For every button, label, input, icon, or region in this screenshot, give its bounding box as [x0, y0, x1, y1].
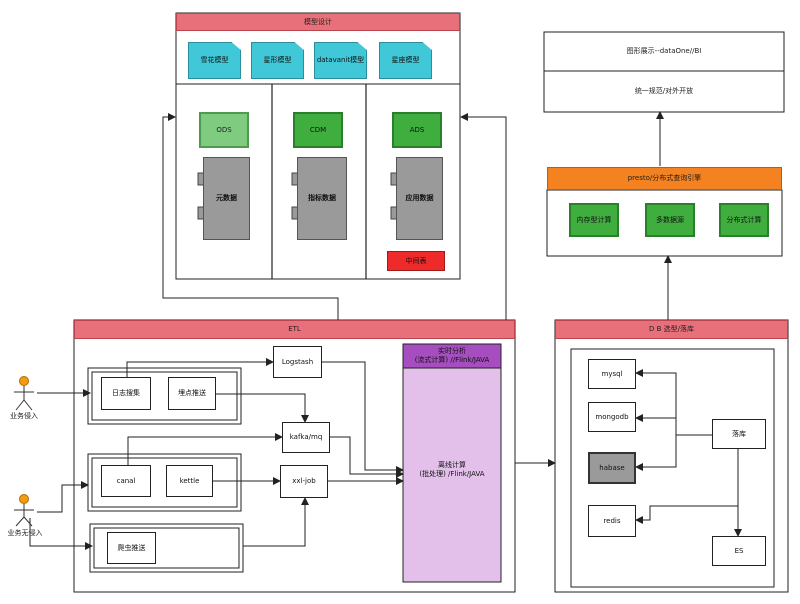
display-title: 图形展示--dataOne//BI: [626, 47, 702, 56]
db-title: D B 选型/落库: [555, 320, 788, 339]
model-datavault: datavanit模型: [314, 42, 367, 79]
display-frame: [543, 31, 785, 113]
offline-compute-label: 离线计算 (批处理) /Flink/JAVA: [419, 461, 485, 478]
etl-title: ETL: [74, 320, 515, 339]
node-crawler: 爬虫推送: [107, 532, 156, 564]
actor-non-business: [14, 494, 34, 527]
model-snowflake: 雪花模型: [188, 42, 241, 79]
app-data-component: 应用数据: [396, 157, 443, 240]
db-mongodb: mongodb: [588, 402, 636, 432]
layer-ods: ODS: [199, 112, 249, 148]
layer-cdm: CDM: [293, 112, 343, 148]
model-constellation: 星座模型: [379, 42, 432, 79]
model-design-title: 模型设计: [176, 13, 460, 31]
model-star: 星形模型: [251, 42, 304, 79]
metric-data-component: 指标数据: [297, 157, 347, 240]
presto-distributed: 分布式计算: [719, 203, 769, 237]
actor-business-label: 业务侵入: [10, 411, 38, 420]
flink-block: [402, 343, 502, 583]
layer-ads: ADS: [392, 112, 442, 148]
presto-multi-source: 多数据源: [645, 203, 695, 237]
connectors: [29, 111, 742, 550]
actor-business: [14, 376, 34, 411]
db-habase: habase: [588, 452, 636, 484]
node-kafka: kafka/mq: [282, 422, 330, 453]
db-redis: redis: [588, 505, 636, 537]
presto-title: presto/分布式查询引擎: [547, 167, 782, 190]
node-xxl-job: xxl-job: [280, 465, 328, 498]
db-es: ES: [712, 536, 766, 566]
middleware-table: 中间表: [387, 251, 445, 271]
metadata-component: 元数据: [203, 157, 250, 240]
actor-non-business-label: 业务无侵入: [7, 528, 43, 537]
db-mysql: mysql: [588, 359, 636, 389]
presto-in-memory: 内存型计算: [569, 203, 619, 237]
db-sink: 落库: [712, 419, 766, 449]
realtime-analysis-label: 实时分析 (流式计算) //Flink/JAVA: [414, 347, 490, 364]
display-subtitle: 统一规范/对外开放: [634, 87, 694, 96]
node-logstash: Logstash: [273, 346, 322, 378]
node-kettle: kettle: [166, 465, 213, 497]
node-buried-push: 埋点推送: [168, 377, 216, 410]
node-log-collect: 日志搜集: [101, 377, 151, 410]
node-canal: canal: [101, 465, 151, 497]
